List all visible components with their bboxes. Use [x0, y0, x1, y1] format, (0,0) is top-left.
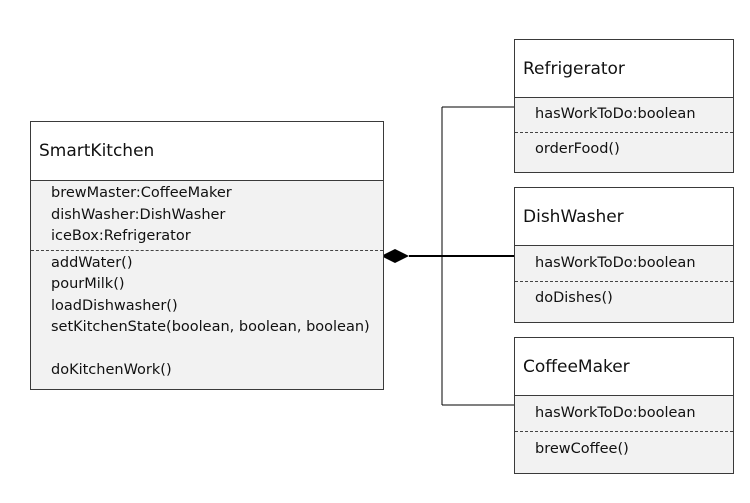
class-name: Refrigerator [515, 40, 733, 98]
attribute: hasWorkToDo:boolean [535, 106, 696, 122]
method: doDishes() [535, 289, 613, 306]
methods-section: doDishes() [515, 280, 733, 310]
class-name: DishWasher [515, 188, 733, 246]
attribute: hasWorkToDo:boolean [535, 405, 696, 421]
method: loadDishwasher() [51, 297, 178, 314]
class-smartkitchen[interactable]: SmartKitchen brewMaster:CoffeeMaker dish… [30, 121, 384, 390]
attribute: hasWorkToDo:boolean [535, 255, 696, 271]
methods-section: orderFood() [515, 131, 733, 161]
attributes-section: hasWorkToDo:boolean [515, 98, 733, 132]
methods-section: brewCoffee() [515, 430, 733, 461]
method: addWater() [51, 254, 133, 271]
attribute: dishWasher:DishWasher [51, 206, 226, 223]
method: orderFood() [535, 140, 620, 157]
method-spacer [51, 339, 383, 361]
attribute: iceBox:Refrigerator [51, 228, 191, 244]
method: setKitchenState(boolean, boolean, boolea… [51, 319, 370, 335]
attributes-section: hasWorkToDo:boolean [515, 396, 733, 431]
class-coffeemaker[interactable]: CoffeeMaker hasWorkToDo:boolean brewCoff… [514, 337, 734, 474]
method: pourMilk() [51, 276, 125, 292]
class-name: CoffeeMaker [515, 338, 733, 396]
class-name: SmartKitchen [31, 122, 383, 181]
attribute: brewMaster:CoffeeMaker [51, 185, 232, 201]
attributes-section: hasWorkToDo:boolean [515, 246, 733, 281]
method: doKitchenWork() [51, 362, 172, 378]
class-refrigerator[interactable]: Refrigerator hasWorkToDo:boolean orderFo… [514, 39, 734, 173]
method: brewCoffee() [535, 440, 629, 457]
attributes-section: brewMaster:CoffeeMaker dishWasher:DishWa… [31, 181, 383, 250]
composition-diamond [381, 249, 409, 263]
class-dishwasher[interactable]: DishWasher hasWorkToDo:boolean doDishes(… [514, 187, 734, 323]
methods-section: addWater() pourMilk() loadDishwasher() s… [31, 249, 383, 382]
